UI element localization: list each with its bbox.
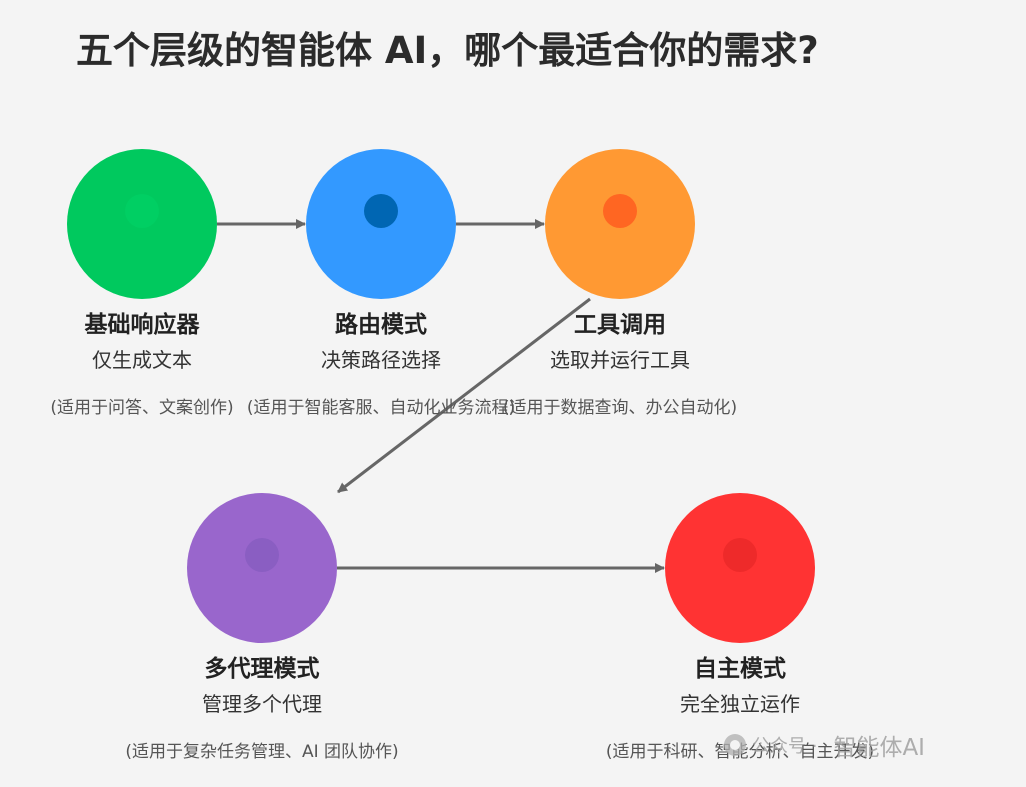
node-note-basic-responder: (适用于问答、文案创作)	[50, 398, 234, 418]
node-autonomous	[665, 493, 815, 643]
node-subtitle-multi-agent: 管理多个代理	[202, 692, 322, 716]
node-title-autonomous: 自主模式	[694, 656, 786, 682]
node-note-routing-mode: (适用于智能客服、自动化业务流程)	[246, 398, 516, 418]
node-title-tool-calling: 工具调用	[574, 312, 666, 338]
node-subtitle-routing-mode: 决策路径选择	[321, 348, 441, 372]
node-subtitle-tool-calling: 选取并运行工具	[550, 348, 690, 372]
watermark-name: 智能体AI	[833, 735, 925, 761]
dot-tool-calling	[603, 194, 637, 228]
dot-routing-mode	[364, 194, 398, 228]
node-multi-agent	[187, 493, 337, 643]
wechat-icon	[724, 734, 746, 756]
node-basic-responder	[67, 149, 217, 299]
node-tool-calling	[545, 149, 695, 299]
node-subtitle-autonomous: 完全独立运作	[680, 692, 800, 716]
dot-multi-agent	[245, 538, 279, 572]
watermark-prefix: 公众号 ·	[752, 736, 818, 757]
node-subtitle-basic-responder: 仅生成文本	[92, 348, 192, 372]
node-routing-mode	[306, 149, 456, 299]
node-title-routing-mode: 路由模式	[335, 312, 427, 338]
node-title-multi-agent: 多代理模式	[204, 656, 320, 682]
node-note-multi-agent: (适用于复杂任务管理、AI 团队协作)	[125, 742, 399, 762]
arrow-tool-to-multi-agent	[337, 297, 591, 494]
watermark: 公众号 · 智能体AI	[724, 728, 925, 762]
node-note-tool-calling: (适用于数据查询、办公自动化)	[502, 398, 738, 418]
dot-basic-responder	[125, 194, 159, 228]
page-title: 五个层级的智能体 AI，哪个最适合你的需求?	[76, 29, 819, 72]
dot-autonomous	[723, 538, 757, 572]
node-title-basic-responder: 基础响应器	[84, 312, 200, 338]
